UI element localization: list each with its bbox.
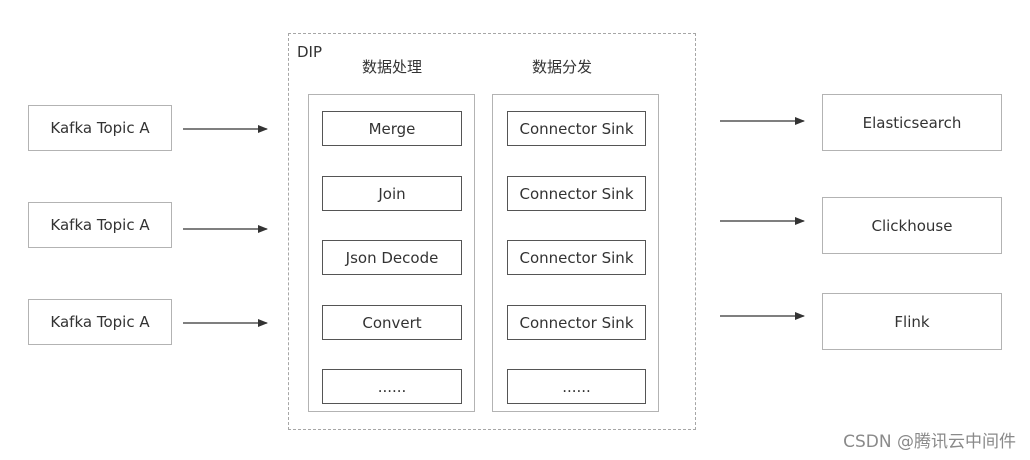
processing-title: 数据处理 [361, 58, 422, 76]
target-box-flink: Flink [822, 293, 1002, 350]
distribution-item-label: Connector Sink [519, 184, 634, 203]
distribution-item-label: Connector Sink [519, 313, 634, 332]
distribution-item-sink-2: Connector Sink [507, 176, 646, 211]
watermark: CSDN @腾讯云中间件 [843, 432, 1016, 452]
distribution-title: 数据分发 [531, 58, 592, 76]
distribution-item-label: Connector Sink [519, 248, 634, 267]
processing-item-join: Join [322, 176, 462, 211]
source-box-1: Kafka Topic A [28, 105, 172, 151]
processing-item-convert: Convert [322, 305, 462, 340]
target-label: Clickhouse [871, 216, 953, 235]
dip-container [288, 33, 696, 430]
processing-item-more: ...... [322, 369, 462, 404]
dip-label: DIP [297, 43, 323, 61]
processing-item-label: Convert [362, 313, 422, 332]
source-label: Kafka Topic A [50, 216, 150, 234]
processing-item-label: ...... [377, 377, 407, 396]
distribution-item-sink-4: Connector Sink [507, 305, 646, 340]
distribution-item-label: Connector Sink [519, 119, 634, 138]
processing-item-merge: Merge [322, 111, 462, 146]
source-box-2: Kafka Topic A [28, 202, 172, 248]
processing-item-label: Json Decode [345, 248, 439, 267]
processing-item-label: Join [378, 184, 406, 203]
distribution-item-sink-3: Connector Sink [507, 240, 646, 275]
target-box-elasticsearch: Elasticsearch [822, 94, 1002, 151]
source-label: Kafka Topic A [50, 313, 150, 331]
target-label: Flink [894, 312, 930, 331]
source-label: Kafka Topic A [50, 119, 150, 137]
distribution-item-more: ...... [507, 369, 646, 404]
processing-item-json-decode: Json Decode [322, 240, 462, 275]
target-label: Elasticsearch [862, 113, 962, 132]
distribution-item-label: ...... [562, 377, 591, 396]
distribution-item-sink-1: Connector Sink [507, 111, 646, 146]
source-box-3: Kafka Topic A [28, 299, 172, 345]
target-box-clickhouse: Clickhouse [822, 197, 1002, 254]
processing-item-label: Merge [368, 119, 416, 138]
